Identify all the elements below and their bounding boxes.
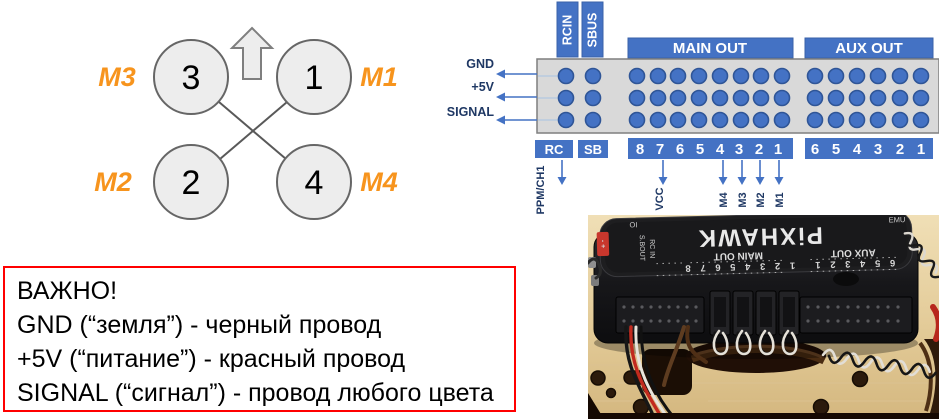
sbus-box <box>581 1 604 58</box>
motor-number-2: 2 <box>182 164 201 202</box>
motor-label-m2: M2 <box>94 167 132 197</box>
servo-wire-black <box>624 325 654 415</box>
m2-signal-label: M2 <box>755 192 767 207</box>
svg-text:7: 7 <box>656 141 664 158</box>
svg-text:3: 3 <box>874 141 882 158</box>
main-out-header <box>627 37 794 59</box>
vcc-label: VCC <box>654 187 666 210</box>
row-guide-lines <box>538 75 558 121</box>
motor-label-m4: M4 <box>360 167 398 197</box>
pixhawk-top-face: PiXHAWK MAIN OUT AUX OUT 1 2 3 4 5 6 7 8… <box>596 215 913 278</box>
connector-headers <box>615 290 913 336</box>
svg-text:8: 8 <box>636 141 644 158</box>
pinout-diagram: RCIN SBUS MAIN OUT AUX OUT GND +5V SIGNA… <box>447 1 939 215</box>
ppm-ch1-label: PPM/CH1 <box>535 166 547 215</box>
brown-wire <box>662 325 686 387</box>
photo-aux-numbers: 6 5 4 3 2 1 <box>812 257 896 270</box>
emu-label: EMU <box>889 215 906 224</box>
svg-text:5: 5 <box>832 141 840 158</box>
photo-main-numbers: 1 2 3 4 5 6 7 8 <box>682 259 795 273</box>
warning-line-5v: +5V (“питание”) - красный провод <box>17 345 406 373</box>
white-curl-wire <box>758 329 775 356</box>
rc-label: RC <box>545 142 564 157</box>
twisted-pair-right <box>821 348 937 380</box>
aux-out-header <box>804 37 934 59</box>
servo-wire-white <box>634 325 669 419</box>
photo-rcin-label: RC IN <box>648 239 655 258</box>
forward-arrow-icon <box>229 26 275 80</box>
warning-line-signal: SIGNAL (“сигнал”) - провод любого цвета <box>17 379 494 407</box>
signal-label: SIGNAL <box>447 105 495 119</box>
main-out-label: MAIN OUT <box>673 40 747 57</box>
sbus-label: SBUS <box>586 13 600 48</box>
svg-text:3: 3 <box>735 141 743 158</box>
warning-title: ВАЖНО! <box>17 277 118 305</box>
white-curl-wire <box>712 329 729 356</box>
twisted-pair-top-right <box>903 231 939 279</box>
warning-line-gnd: GND (“земля”) - черный провод <box>17 311 382 339</box>
twisted-wire-left <box>588 257 602 280</box>
motor-number-4: 4 <box>305 164 324 202</box>
main-pin-numbers: 8 7 6 5 4 3 2 1 <box>636 141 782 158</box>
motor-label-m1: M1 <box>360 62 398 92</box>
motor-number-1: 1 <box>305 59 324 97</box>
svg-text:4: 4 <box>853 141 862 158</box>
svg-text:6: 6 <box>676 141 684 158</box>
motor-circle-4 <box>276 144 352 220</box>
aux-pin-numbers: 6 5 4 3 2 1 <box>811 141 925 158</box>
svg-text:6: 6 <box>811 141 819 158</box>
sb-box <box>578 140 608 158</box>
rc-box <box>535 140 573 158</box>
motor-circle-3 <box>153 39 229 115</box>
motor-number-3: 3 <box>182 59 201 97</box>
plus5v-label: +5V <box>471 80 494 94</box>
header-pins <box>622 305 900 323</box>
rcin-label: RCIN <box>561 15 575 46</box>
svg-text:1: 1 <box>774 141 782 158</box>
motor-label-m3: M3 <box>98 62 136 92</box>
motor-circle-2 <box>153 144 229 220</box>
row-arrows <box>504 73 537 121</box>
brown-wire <box>685 325 708 364</box>
sbout-label: S.BOUT <box>638 235 646 262</box>
aux-out-label: AUX OUT <box>835 40 903 57</box>
board-logo: PiXHAWK <box>696 221 823 251</box>
quad-motor-diagram: 3 1 2 4 M3 M1 M2 M4 <box>94 26 398 220</box>
svg-text:4: 4 <box>716 141 725 158</box>
wood-disc-edge <box>924 339 939 413</box>
io-label: IO <box>629 220 637 229</box>
wires <box>588 231 939 419</box>
power-sticker-label: - + <box>599 240 606 249</box>
photo-aux-out-label: AUX OUT <box>831 246 876 258</box>
sb-label: SB <box>584 142 602 157</box>
m3-signal-label: M3 <box>737 192 749 207</box>
m4-signal-label: M4 <box>718 191 730 207</box>
rcin-box <box>556 1 579 58</box>
servo-wire-red <box>629 325 662 417</box>
arm-line-1-2 <box>219 101 288 160</box>
warning-box: ВАЖНО! GND (“земля”) - черный провод +5V… <box>3 266 516 412</box>
pixhawk-photo: PiXHAWK MAIN OUT AUX OUT 1 2 3 4 5 6 7 8… <box>588 215 939 419</box>
main-pin-number-box <box>628 138 793 159</box>
photo-main-out-label: MAIN OUT <box>713 249 763 261</box>
pin-grid <box>557 67 930 129</box>
aux-pin-number-box <box>805 138 933 159</box>
svg-text:1: 1 <box>917 141 925 158</box>
signal-arrowheads <box>557 177 784 185</box>
white-curl-wire <box>735 329 752 356</box>
servo-wire-black <box>639 325 677 419</box>
m1-signal-label: M1 <box>774 192 786 207</box>
gnd-label: GND <box>466 57 494 71</box>
svg-text:2: 2 <box>755 141 763 158</box>
white-curl-wire <box>781 329 798 356</box>
signal-arrows <box>561 160 780 178</box>
power-warning-sticker <box>596 231 610 257</box>
svg-text:5: 5 <box>696 141 704 158</box>
row-arrowheads <box>496 69 505 125</box>
motor-circle-1 <box>276 39 352 115</box>
svg-text:2: 2 <box>896 141 904 158</box>
